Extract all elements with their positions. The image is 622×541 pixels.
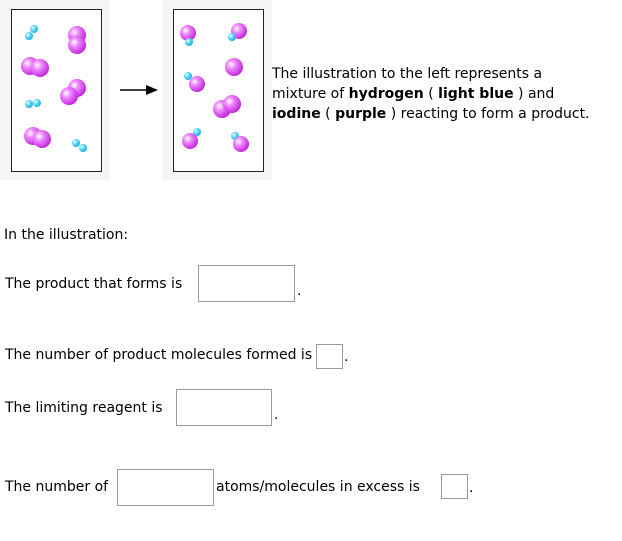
description-text: ( xyxy=(423,86,439,102)
iodine-molecule xyxy=(21,57,49,77)
limiting-reagent-input[interactable] xyxy=(176,389,272,426)
period: . xyxy=(469,480,474,496)
product-question-label: The product that forms is xyxy=(5,276,183,292)
excess-suffix-label: atoms/molecules in excess is xyxy=(216,479,420,495)
excess-count-input[interactable] xyxy=(441,474,468,499)
reactants-panel xyxy=(0,0,110,180)
product-count-question-label: The number of product molecules formed i… xyxy=(5,347,313,363)
description-text: ) reacting to form a product. xyxy=(386,106,590,122)
hydrogen-iodide-molecule xyxy=(180,25,196,46)
products-panel xyxy=(162,0,272,180)
intro-label: In the illustration: xyxy=(4,227,129,243)
reaction-arrow-icon xyxy=(120,85,158,95)
light-blue-term: light blue xyxy=(438,86,514,102)
reactants-molecules xyxy=(21,25,87,152)
iodine-molecule xyxy=(225,58,243,76)
hydrogen-molecule xyxy=(25,25,38,40)
purple-term: purple xyxy=(335,106,387,122)
iodine-molecule xyxy=(24,127,51,148)
iodine-term: iodine xyxy=(272,106,321,122)
hydrogen-molecule xyxy=(25,99,41,108)
excess-species-input[interactable] xyxy=(117,469,214,506)
hydrogen-molecule xyxy=(72,139,87,152)
limiting-reagent-question-label: The limiting reagent is xyxy=(5,400,163,416)
hydrogen-iodide-molecule xyxy=(182,128,201,149)
product-count-input[interactable] xyxy=(316,344,343,369)
product-input[interactable] xyxy=(198,265,295,302)
hydrogen-iodide-molecule xyxy=(184,72,205,92)
iodine-molecule xyxy=(68,26,86,54)
excess-question-label: The number of xyxy=(5,479,109,495)
iodine-molecule xyxy=(60,79,86,105)
period: . xyxy=(297,283,302,299)
description-text: The illustration to the left represents … xyxy=(272,66,543,102)
hydrogen-iodide-molecule xyxy=(228,23,247,41)
iodine-molecule xyxy=(213,95,241,118)
period: . xyxy=(274,407,279,423)
illustration-description: The illustration to the left represents … xyxy=(272,64,592,124)
period: . xyxy=(344,349,349,365)
products-molecules xyxy=(180,23,249,152)
hydrogen-iodide-molecule xyxy=(231,132,249,152)
hydrogen-term: hydrogen xyxy=(348,86,424,102)
description-text: ( xyxy=(320,106,336,122)
description-text: ) and xyxy=(513,86,555,102)
